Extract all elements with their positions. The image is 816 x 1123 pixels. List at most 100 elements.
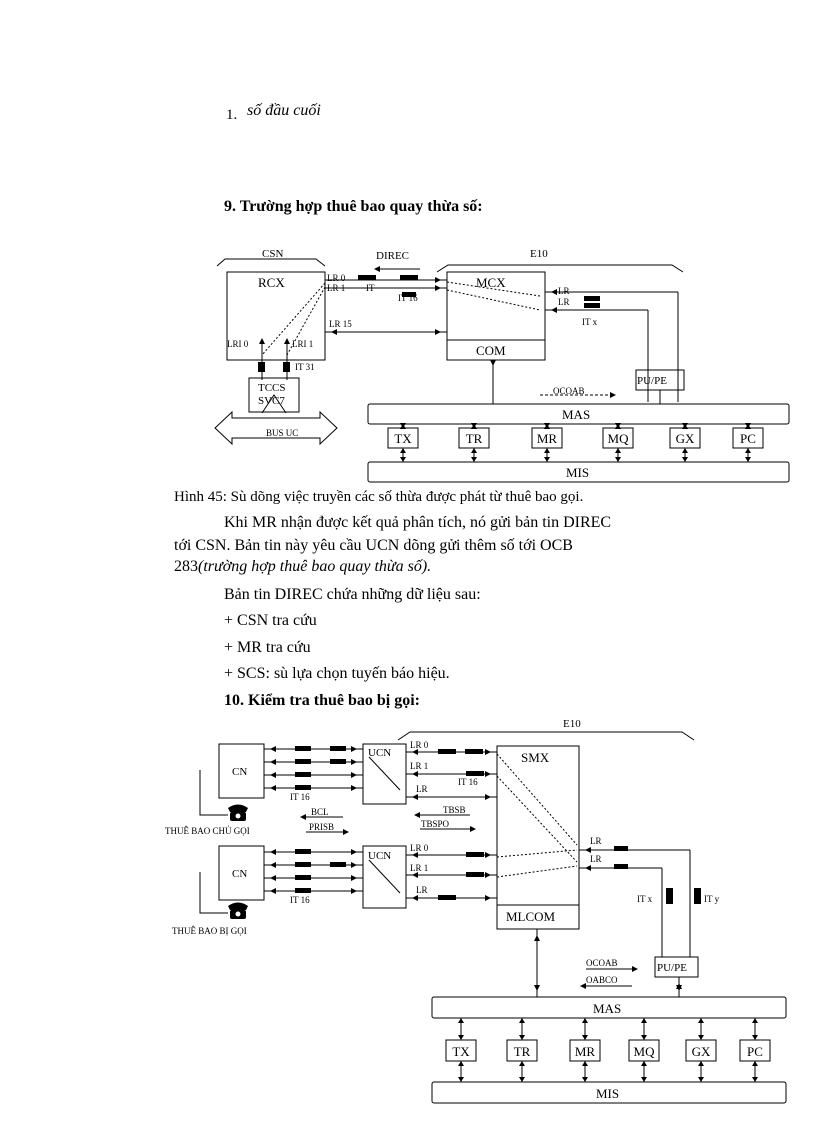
fig46-module-arrowhead <box>641 1077 647 1082</box>
fig45-module-arrowhead <box>682 448 688 453</box>
fig46-it16-mid: IT 16 <box>458 777 478 787</box>
fig46-cn-top-label: CN <box>232 766 247 778</box>
fig45-rcx-label: RCX <box>258 275 285 290</box>
fig45-module-label-gx: GX <box>676 431 695 446</box>
fig46-lr0-bot: LR 0 <box>410 843 429 853</box>
fig45-module-label-tx: TX <box>394 431 412 446</box>
fig46-module-arrowhead <box>752 1061 758 1066</box>
fig46-module-arrowhead <box>641 1018 647 1023</box>
fig46-module-arrowhead <box>582 1018 588 1023</box>
section-heading-10: 10. Kiểm tra thuê bao bị gọi: <box>224 692 420 709</box>
fig46-mlcom-label: MLCOM <box>506 909 556 924</box>
fig46-module-arrowhead <box>519 1061 525 1066</box>
fig46-it16-left-top: IT 16 <box>290 792 310 802</box>
fig46-lr1-bot: LR 1 <box>410 863 428 873</box>
fig46-module-arrowhead <box>698 1035 704 1040</box>
fig45-module-arrowhead <box>471 423 477 428</box>
fig45-module-arrowhead <box>745 457 751 462</box>
fig46-module-label-gx: GX <box>692 1044 711 1059</box>
fig45-module-arrowhead <box>745 448 751 453</box>
fig45-module-arrowhead <box>745 423 751 428</box>
fig46-tbspo-label: TBSPO <box>421 819 450 829</box>
fig46-caller-label: THUÊ BAO CHỦ GỌI <box>165 826 250 836</box>
fig46-e10-label: E10 <box>563 718 581 730</box>
fig45-module-label-mr: MR <box>537 431 558 446</box>
fig45-module-arrowhead <box>471 457 477 462</box>
fig45-direc-label: DIREC <box>376 250 409 262</box>
fig46-ocoab-label: OCOAB <box>586 958 618 968</box>
fig46-mas-label: MAS <box>593 1001 621 1016</box>
fig46-lr-bot: LR <box>416 885 428 895</box>
fig46-prisb-label: PRISB <box>309 822 334 832</box>
fig46-module-label-tr: TR <box>514 1044 531 1059</box>
fig45-e10-label: E10 <box>530 248 548 260</box>
fig46-module-arrowhead <box>458 1035 464 1040</box>
fig45-lr0-label: LR 0 <box>327 273 346 283</box>
fig46-cn-bottom-label: CN <box>232 868 247 880</box>
bullet-1: + CSN tra cứu <box>224 612 317 629</box>
fig46-module-arrowhead <box>519 1018 525 1023</box>
fig46-tbsb-label: TBSB <box>443 805 466 815</box>
fig45-module-label-pc: PC <box>740 431 756 446</box>
fig45-mcx-label: MCX <box>476 275 506 290</box>
fig45-module-label-tr: TR <box>466 431 483 446</box>
fig46-module-arrowhead <box>458 1018 464 1023</box>
fig46-pupe-label: PU/PE <box>657 962 687 974</box>
fig45-module-arrowhead <box>615 448 621 453</box>
fig45-it31-label: IT 31 <box>295 362 315 372</box>
fig45-module-arrowhead <box>544 423 550 428</box>
fig46-lr-r1: LR <box>590 836 602 846</box>
bullet-2: + MR tra cứu <box>224 639 311 656</box>
fig45-pupe-label: PU/PE <box>637 375 667 387</box>
fig46-module-label-tx: TX <box>452 1044 470 1059</box>
fig46-module-label-mq: MQ <box>634 1044 656 1059</box>
fig46-bcl-label: BCL <box>311 807 329 817</box>
fig45-busuc-label: BUS UC <box>266 428 298 438</box>
fig45-lr-b-label: LR <box>558 297 570 307</box>
fig46-module-label-mr: MR <box>575 1044 596 1059</box>
fig45-itx-label: IT x <box>582 317 598 327</box>
fig46-module-arrowhead <box>458 1061 464 1066</box>
section-heading-9: 9. Trường hợp thuê bao quay thừa số: <box>224 198 483 215</box>
fig45-module-arrowhead <box>400 457 406 462</box>
fig46-module-arrowhead <box>519 1035 525 1040</box>
paragraph-1-number: 283 <box>174 558 198 575</box>
fig46-module-arrowhead <box>641 1035 647 1040</box>
fig46-lr0-top: LR 0 <box>410 740 429 750</box>
fig46-module-arrowhead <box>582 1061 588 1066</box>
fig45-module-label-mq: MQ <box>608 431 630 446</box>
paragraph-1-line-1: Khi MR nhận được kết quả phân tích, nó g… <box>224 514 612 531</box>
fig46-module-arrowhead <box>698 1061 704 1066</box>
fig46-module-arrowhead <box>519 1077 525 1082</box>
fig46-oabco-label: OABCO <box>586 975 618 985</box>
fig46-itx-label: IT x <box>637 894 653 904</box>
fig46-module-arrowhead <box>458 1077 464 1082</box>
fig46-module-arrowhead <box>582 1077 588 1082</box>
fig45-ocoab-label: OCOAB <box>553 386 585 396</box>
fig45-it-label: IT <box>366 283 375 293</box>
fig45-module-arrowhead <box>544 448 550 453</box>
fig45-csn-label: CSN <box>262 248 283 260</box>
fig45-module-arrowhead <box>682 423 688 428</box>
figure-45-caption: Hình 45: Sù dõng việc truyền các số thừa… <box>174 489 584 505</box>
fig45-lr1-label: LR 1 <box>327 283 345 293</box>
fig45-it16-label: IT 16 <box>398 293 418 303</box>
fig45-lr15-label: LR 15 <box>329 319 352 329</box>
fig46-ucn-bottom-label: UCN <box>368 850 391 862</box>
fig46-module-arrowhead <box>752 1018 758 1023</box>
fig45-module-arrowhead <box>471 448 477 453</box>
fig46-module-arrowhead <box>752 1035 758 1040</box>
fig45-mis-label: MIS <box>566 465 589 480</box>
fig46-it16-left-bottom: IT 16 <box>290 895 310 905</box>
fig45-lri1-label: LRI 1 <box>292 339 313 349</box>
fig46-lr-r2: LR <box>590 854 602 864</box>
fig45-module-arrowhead <box>682 457 688 462</box>
fig45-module-arrowhead <box>400 448 406 453</box>
fig45-module-arrowhead <box>544 457 550 462</box>
fig45-module-row: TX TR MR MQ GX PC <box>387 423 764 462</box>
bullet-3: + SCS: sù lựa chọn tuyến báo hiệu. <box>224 665 450 682</box>
fig46-smx-label: SMX <box>521 750 550 765</box>
paragraph-1-line-3: 283(trường hợp thuê bao quay thừa số). <box>174 558 431 576</box>
